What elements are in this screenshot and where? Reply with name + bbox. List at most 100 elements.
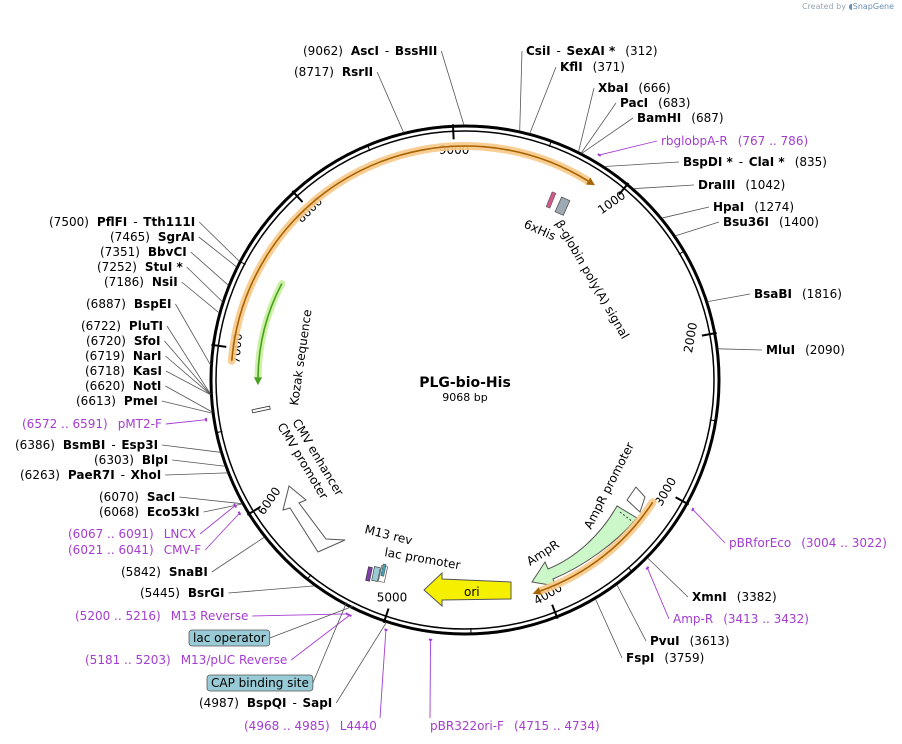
ampr-promoter-arrow[interactable] <box>626 486 646 513</box>
enzyme-site-pmei[interactable]: (6613)PmeI <box>76 394 213 414</box>
enzyme-site-bspei[interactable]: (6887)BspEI <box>86 297 211 366</box>
enzyme-site-bsabi[interactable]: BsaBI(1816) <box>707 287 842 302</box>
enzyme-position: (6887) <box>86 297 126 311</box>
ampr-orf-arc[interactable] <box>539 501 654 592</box>
enzyme-leader-line <box>578 87 595 152</box>
primer-leader-line <box>599 140 658 156</box>
enzyme-site-bsrgi[interactable]: (5445)BsrGI <box>140 585 315 600</box>
primer-name: LNCX <box>164 527 196 541</box>
boxed-feature-capbindingsite[interactable]: CAP binding site <box>206 602 347 692</box>
enzyme-site-pluti[interactable]: (6722)PluTI <box>81 319 211 395</box>
primer-name: M13/pUC Reverse <box>181 653 288 667</box>
backbone <box>209 124 721 636</box>
enzyme-site-sfoi[interactable]: (6720)SfoI <box>86 334 211 395</box>
enzyme-site-fspi[interactable]: FspI(3759) <box>595 598 704 665</box>
enzyme-position: (687) <box>691 111 723 125</box>
enzyme-position: (9062) <box>303 44 343 58</box>
primer-m13reverse[interactable]: (5200 .. 5216)M13 Reverse <box>75 609 349 623</box>
enzyme-name: BsaBI <box>754 287 792 301</box>
boxed-feature-lacoperator[interactable]: lac operator <box>188 605 354 647</box>
enzyme-site-noti[interactable]: (6620)NotI <box>85 379 213 413</box>
green-orf-arc[interactable] <box>257 283 283 378</box>
primer-cmvf[interactable]: (6021 .. 6041)CMV-F <box>68 511 242 557</box>
enzyme-site-nari[interactable]: (6719)NarI <box>85 349 211 395</box>
enzyme-leader-line <box>164 340 211 395</box>
lac-operator-feature[interactable] <box>371 566 381 582</box>
primer-rbglobpar[interactable]: rbglobpA-R(767 .. 786) <box>597 134 808 157</box>
primer-range: (4968 .. 4985) <box>244 719 330 733</box>
primer-l4440[interactable]: (4968 .. 4985)L4440 <box>244 628 388 733</box>
snapgene-credit: Created by ◖SnapGene <box>802 2 894 11</box>
enzyme-site-rsrii[interactable]: (8717)RsrII <box>294 65 404 133</box>
enzyme-site-xbai[interactable]: XbaI(666) <box>578 81 671 152</box>
primer-lncx[interactable]: (6067 .. 6091) LNCX <box>68 503 238 541</box>
primer-pmt2f[interactable]: (6572 .. 6591)pMT2-F <box>22 417 208 431</box>
primer-pbr322orif[interactable]: pBR322ori-F(4715 .. 4734) <box>428 638 600 733</box>
enzyme-site-nsii[interactable]: (7186)NsiI <box>104 275 220 314</box>
enzyme-site-saci[interactable]: (6070)SacI <box>99 490 243 505</box>
enzyme-site-stui[interactable]: (7252)StuI * <box>97 260 223 302</box>
enzyme-position: (7500) <box>49 215 89 229</box>
ampr-dashed-mark <box>619 511 634 523</box>
enzyme-site-bspdi[interactable]: BspDI *-ClaI *(835) <box>604 155 827 169</box>
enzyme-site-paer7i[interactable]: (6263)PaeR7I-XhoI <box>20 468 228 482</box>
enzyme-site-bamhi[interactable]: BamHI (687) <box>581 111 724 154</box>
ampr-label: AmpR <box>524 537 562 568</box>
his-tag-feature[interactable] <box>545 191 557 209</box>
enzyme-site-bspqi[interactable]: (4987)BspQI-SapI <box>199 622 387 710</box>
enzyme-site-paci[interactable]: PacI(683) <box>580 96 690 154</box>
enzyme-separator: - <box>385 44 389 58</box>
enzyme-name: CsiI <box>526 44 551 58</box>
enzyme-site-snabi[interactable]: (5842)SnaBI <box>121 536 265 579</box>
enzyme-site-csii[interactable]: CsiI-SexAI *(312) <box>519 44 658 131</box>
enzyme-name: AscI <box>351 44 379 58</box>
enzyme-site-mlui[interactable]: MluI(2090) <box>718 343 845 357</box>
primer-range: (6067 .. 6091) <box>68 527 154 541</box>
enzyme-site-bsmbi[interactable]: (6386)BsmBI-Esp3I <box>15 438 221 453</box>
enzyme-site-pflfi[interactable]: (7500)PflFI-Tth111I <box>49 215 240 262</box>
enzyme-site-hpai[interactable]: HpaI(1274) <box>661 200 794 219</box>
cap-site-feature[interactable] <box>380 563 387 577</box>
primer-ampr[interactable]: Amp-R(3413 .. 3432) <box>645 566 809 626</box>
orf-arc-main[interactable] <box>230 145 589 361</box>
enzyme-separator: - <box>557 44 561 58</box>
enzyme-site-bbvci[interactable]: (7351)BbvCI <box>100 245 229 286</box>
enzyme-site-eco53ki[interactable]: (6068)Eco53kI <box>99 503 243 519</box>
enzyme-site-bsu36i[interactable]: Bsu36I(1400) <box>675 215 819 237</box>
enzyme-leader-line <box>198 221 240 262</box>
enzyme-name: MluI <box>766 343 795 357</box>
ampr-gene-arrow[interactable] <box>531 505 638 587</box>
enzyme-site-draiii[interactable]: DraIII(1042) <box>633 178 786 192</box>
enzyme-site-blpi[interactable]: (6303)BlpI <box>94 453 226 467</box>
polya-feature[interactable] <box>554 196 571 216</box>
enzyme-site-sgrai[interactable]: (7465)SgrAI <box>110 230 237 268</box>
enzyme-leader-line <box>181 281 220 314</box>
enzyme-site-pvui[interactable]: PvuI(3613) <box>616 584 730 648</box>
enzyme-leader-line <box>616 584 647 642</box>
primer-mark <box>237 511 242 516</box>
enzyme-site-kasi[interactable]: (6718)KasI <box>85 364 211 396</box>
enzyme-leader-line <box>166 325 211 395</box>
primer-leader-line <box>647 567 670 620</box>
enzyme-name-alt: SapI <box>302 696 332 710</box>
primer-pbrforeco[interactable]: pBRforEco(3004 .. 3022) <box>691 507 887 550</box>
minor-tick <box>678 250 685 255</box>
enzyme-name: PluTI <box>129 319 163 333</box>
enzyme-site-asci[interactable]: (9062)AscI-BssHII <box>303 44 465 126</box>
m13-rev-feature[interactable] <box>365 566 373 582</box>
kozak-feature[interactable] <box>251 405 271 414</box>
ori-arrow[interactable] <box>423 571 512 608</box>
primer-mark <box>204 417 208 422</box>
primer-leader-line <box>199 505 236 535</box>
enzyme-position: (1274) <box>754 200 794 214</box>
enzyme-name: BamHI <box>637 111 681 125</box>
enzyme-position: (7186) <box>104 275 144 289</box>
enzyme-site-kfli[interactable]: KflI(371) <box>529 60 625 134</box>
enzyme-site-xmni[interactable]: XmnI(3382) <box>647 557 777 604</box>
enzyme-position: (1042) <box>745 178 785 192</box>
enzyme-position: (3382) <box>737 590 777 604</box>
enzyme-leader-line <box>161 400 213 414</box>
primer-range: (5181 .. 5203) <box>85 653 171 667</box>
primer-m13pucreverse[interactable]: (5181 .. 5203) M13/pUC Reverse <box>85 613 352 667</box>
cmv-promoter-arrow[interactable] <box>282 485 346 553</box>
